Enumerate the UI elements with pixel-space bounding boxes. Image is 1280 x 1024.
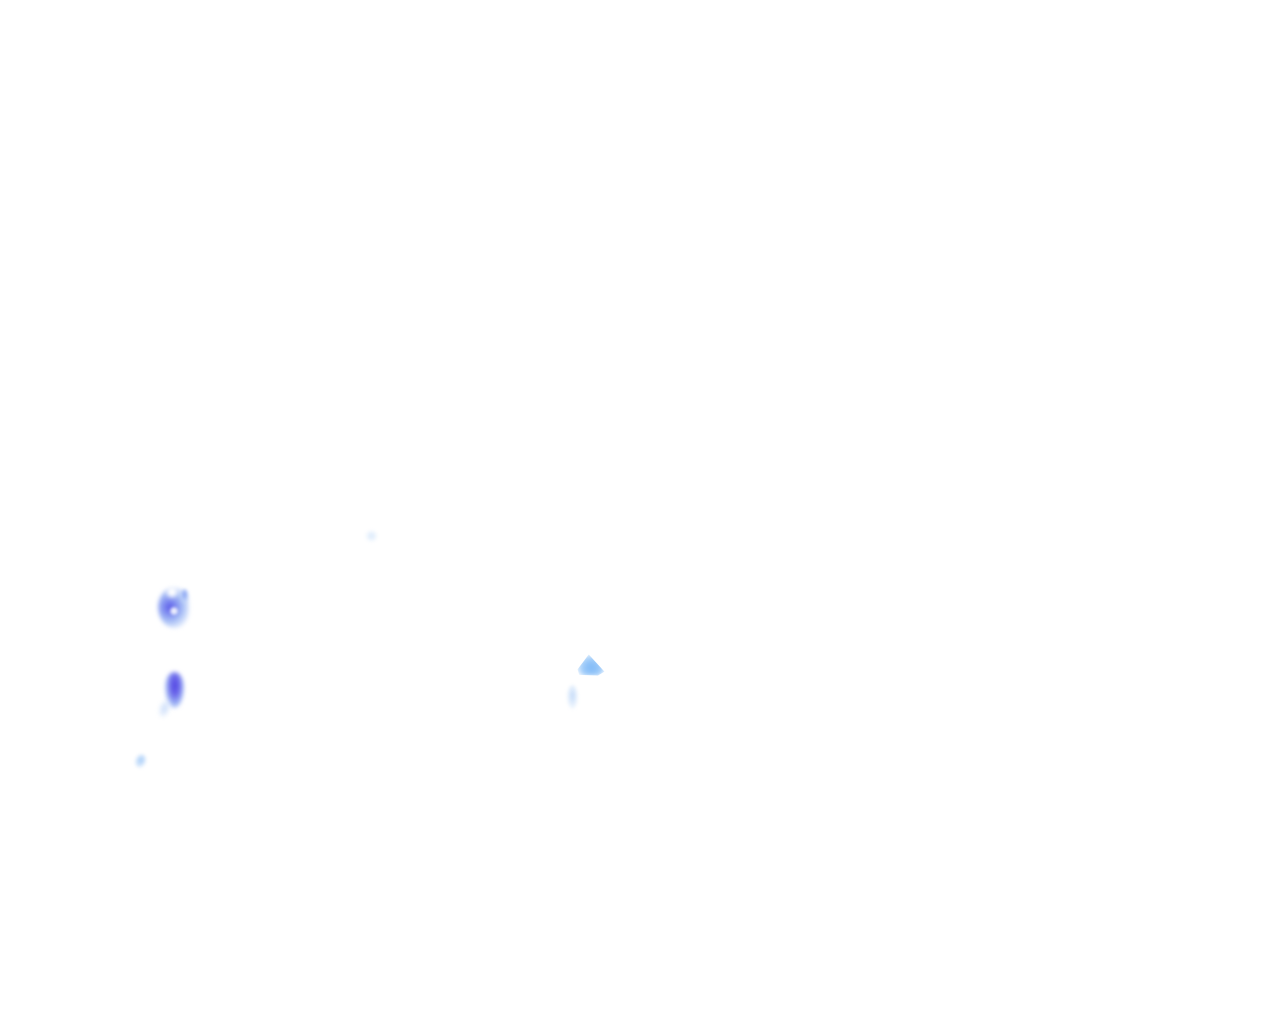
ink-smudge-tiny-tick-blob	[132, 752, 149, 770]
ink-smudge-b-squiggle-blob	[169, 606, 179, 616]
ink-smudge-faint-dot-blob	[365, 530, 378, 542]
ink-smudge-b-squiggle-blob	[166, 585, 178, 599]
ink-smudge-pen-stroke-blob	[165, 672, 184, 708]
ink-smudge-b-squiggle-blob	[180, 589, 189, 603]
ink-smudge-pen-stroke-blob	[156, 697, 173, 720]
ink-smudge-b-squiggle-blob	[158, 588, 189, 628]
ink-smudge-triangle-blob	[577, 654, 605, 676]
ink-smudge-faint-vertical-blob	[567, 685, 578, 709]
